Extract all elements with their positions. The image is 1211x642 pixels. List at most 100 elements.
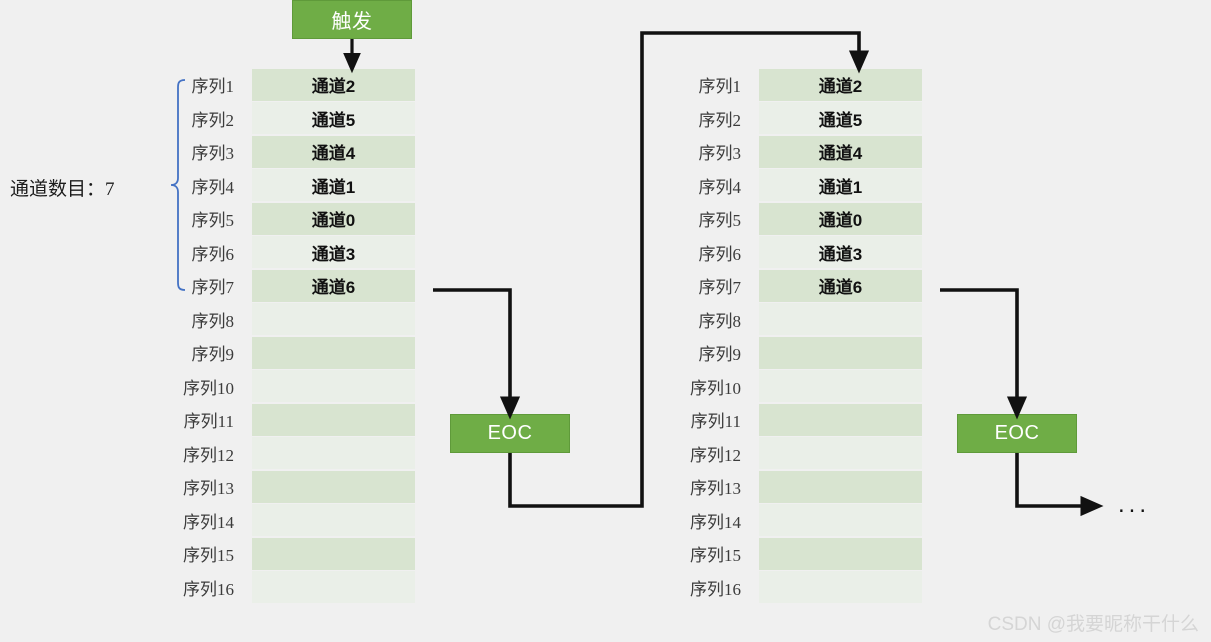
sequence-row-label: 序列12 <box>690 445 741 465</box>
sequence-row: 序列2 通道5 <box>170 102 415 136</box>
sequence-row-label: 序列6 <box>191 244 235 264</box>
sequence-row: 序列2 通道5 <box>677 102 922 136</box>
sequence-channel-cell[interactable] <box>759 537 922 570</box>
sequence-row: 序列12 <box>170 437 415 471</box>
sequence-row: 序列6 通道3 <box>170 236 415 270</box>
sequence-row-label: 序列12 <box>183 445 234 465</box>
sequence-row: 序列7 通道6 <box>170 269 415 303</box>
sequence-row: 序列14 <box>677 504 922 538</box>
sequence-channel-cell[interactable]: 通道6 <box>759 269 922 302</box>
sequence-row-label: 序列8 <box>191 311 235 331</box>
continuation-ellipsis: ... <box>1118 491 1151 518</box>
sequence-channel-cell[interactable]: 通道4 <box>252 135 415 168</box>
sequence-row-label: 序列4 <box>191 177 235 197</box>
sequence-channel-cell[interactable] <box>252 571 415 604</box>
sequence-row-label: 序列9 <box>191 345 235 365</box>
sequence-channel-cell[interactable] <box>759 403 922 436</box>
eoc-box-second-cycle[interactable]: EOC <box>957 414 1077 453</box>
sequence-row: 序列10 <box>170 370 415 404</box>
sequence-row: 序列10 <box>677 370 922 404</box>
sequence-channel-cell[interactable]: 通道3 <box>252 236 415 269</box>
sequence-channel-cell[interactable]: 通道2 <box>252 68 415 101</box>
sequence-channel-cell[interactable] <box>759 571 922 604</box>
sequence-row-label: 序列2 <box>698 110 742 130</box>
sequence-channel-cell[interactable] <box>759 437 922 470</box>
sequence-row-label: 序列10 <box>690 378 741 398</box>
sequence-channel-cell[interactable] <box>252 336 415 369</box>
sequence-row-label: 序列13 <box>183 479 234 499</box>
sequence-row-label: 序列11 <box>183 412 234 432</box>
sequence-row-label: 序列15 <box>690 546 741 566</box>
sequence-row: 序列8 <box>170 303 415 337</box>
sequence-row-label: 序列3 <box>698 144 742 164</box>
sequence-row-label: 序列7 <box>698 278 742 298</box>
sequence-channel-cell[interactable]: 通道6 <box>252 269 415 302</box>
sequence-row: 序列13 <box>677 470 922 504</box>
sequence-channel-cell[interactable]: 通道5 <box>759 102 922 135</box>
sequence-channel-cell[interactable] <box>252 470 415 503</box>
sequence-row-label: 序列1 <box>191 77 235 97</box>
sequence-channel-cell[interactable] <box>252 537 415 570</box>
sequence-channel-cell[interactable]: 通道4 <box>759 135 922 168</box>
sequence-row: 序列8 <box>677 303 922 337</box>
row7-to-eoc-right-wire <box>940 288 1028 420</box>
sequence-row: 序列9 <box>677 336 922 370</box>
sequence-row: 序列7 通道6 <box>677 269 922 303</box>
sequence-row-label: 序列10 <box>183 378 234 398</box>
watermark-text: CSDN @我要昵称干什么 <box>987 614 1199 635</box>
sequence-row-label: 序列6 <box>698 244 742 264</box>
sequence-row: 序列4 通道1 <box>170 169 415 203</box>
sequence-row: 序列16 <box>170 571 415 605</box>
sequence-channel-cell[interactable] <box>252 303 415 336</box>
sequence-row-label: 序列11 <box>690 412 741 432</box>
sequence-channel-cell[interactable]: 通道1 <box>252 169 415 202</box>
sequence-row: 序列1 通道2 <box>677 68 922 102</box>
sequence-row: 序列15 <box>170 537 415 571</box>
sequence-row: 序列6 通道3 <box>677 236 922 270</box>
sequence-row-label: 序列9 <box>698 345 742 365</box>
sequence-channel-cell[interactable]: 通道1 <box>759 169 922 202</box>
sequence-row-label: 序列16 <box>183 579 234 599</box>
eoc-right-continuation-wire <box>1015 453 1104 517</box>
sequence-row: 序列5 通道0 <box>170 202 415 236</box>
sequence-channel-cell[interactable] <box>252 504 415 537</box>
sequence-row-label: 序列1 <box>698 77 742 97</box>
sequence-channel-cell[interactable] <box>252 437 415 470</box>
sequence-channel-cell[interactable] <box>759 470 922 503</box>
sequence-row-label: 序列2 <box>191 110 235 130</box>
sequence-channel-cell[interactable]: 通道2 <box>759 68 922 101</box>
sequence-channel-cell[interactable] <box>759 504 922 537</box>
sequence-channel-cell[interactable] <box>759 370 922 403</box>
sequence-row-label: 序列5 <box>191 211 235 231</box>
sequence-row: 序列11 <box>677 403 922 437</box>
sequence-row-label: 序列8 <box>698 311 742 331</box>
row7-to-eoc-left-wire <box>433 288 521 420</box>
sequence-row: 序列9 <box>170 336 415 370</box>
sequence-row: 序列1 通道2 <box>170 68 415 102</box>
sequence-row-label: 序列13 <box>690 479 741 499</box>
sequence-channel-cell[interactable] <box>252 370 415 403</box>
sequence-row-label: 序列5 <box>698 211 742 231</box>
sequence-channel-cell[interactable] <box>759 303 922 336</box>
sequence-row: 序列16 <box>677 571 922 605</box>
sequence-row-label: 序列14 <box>183 512 234 532</box>
sequence-row: 序列13 <box>170 470 415 504</box>
sequence-row-label: 序列14 <box>690 512 741 532</box>
sequence-channel-cell[interactable]: 通道0 <box>759 202 922 235</box>
sequence-row: 序列3 通道4 <box>677 135 922 169</box>
sequence-channel-cell[interactable]: 通道0 <box>252 202 415 235</box>
sequence-channel-cell[interactable]: 通道3 <box>759 236 922 269</box>
eoc-box-first-cycle[interactable]: EOC <box>450 414 570 453</box>
sequence-row-label: 序列7 <box>191 278 235 298</box>
trigger-box[interactable]: 触发 <box>292 0 412 39</box>
sequence-channel-cell[interactable] <box>252 403 415 436</box>
sequence-row: 序列15 <box>677 537 922 571</box>
sequence-channel-cell[interactable]: 通道5 <box>252 102 415 135</box>
sequence-channel-cell[interactable] <box>759 336 922 369</box>
sequence-row: 序列12 <box>677 437 922 471</box>
sequence-row: 序列5 通道0 <box>677 202 922 236</box>
